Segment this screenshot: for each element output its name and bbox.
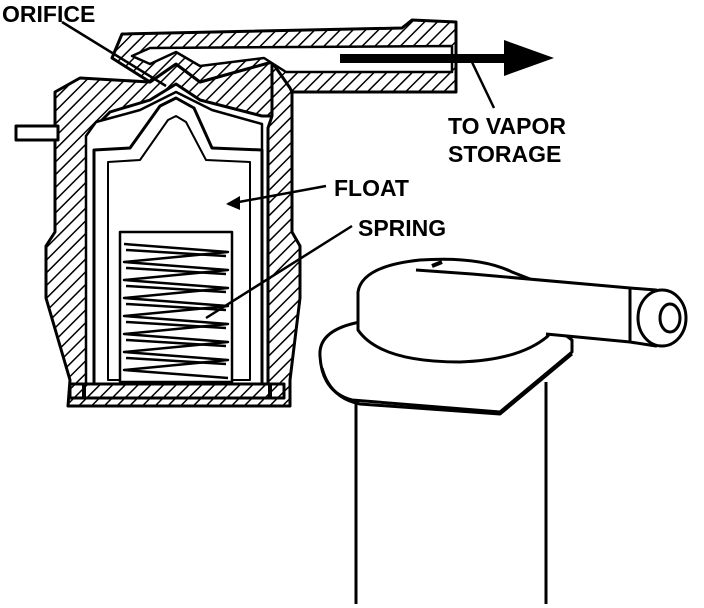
spring-coils <box>118 230 234 384</box>
vapor-flow-arrow <box>340 40 554 76</box>
spring-label: SPRING <box>358 215 446 241</box>
to-vapor-label: TO VAPOR <box>448 113 566 139</box>
retainer-plate <box>68 382 286 400</box>
vapor-leader <box>468 57 496 109</box>
valve-external-view <box>318 257 688 604</box>
orifice-label: ORIFICE <box>2 1 95 27</box>
side-nipple <box>14 124 60 142</box>
spring-leader <box>205 224 353 320</box>
float-leader <box>227 184 327 206</box>
orifice-leader <box>61 20 167 88</box>
valve-cross-section <box>14 18 458 408</box>
leader-lines <box>61 20 496 320</box>
storage-label: STORAGE <box>448 141 561 167</box>
outlet-bore <box>130 44 454 74</box>
float-label: FLOAT <box>334 175 409 201</box>
